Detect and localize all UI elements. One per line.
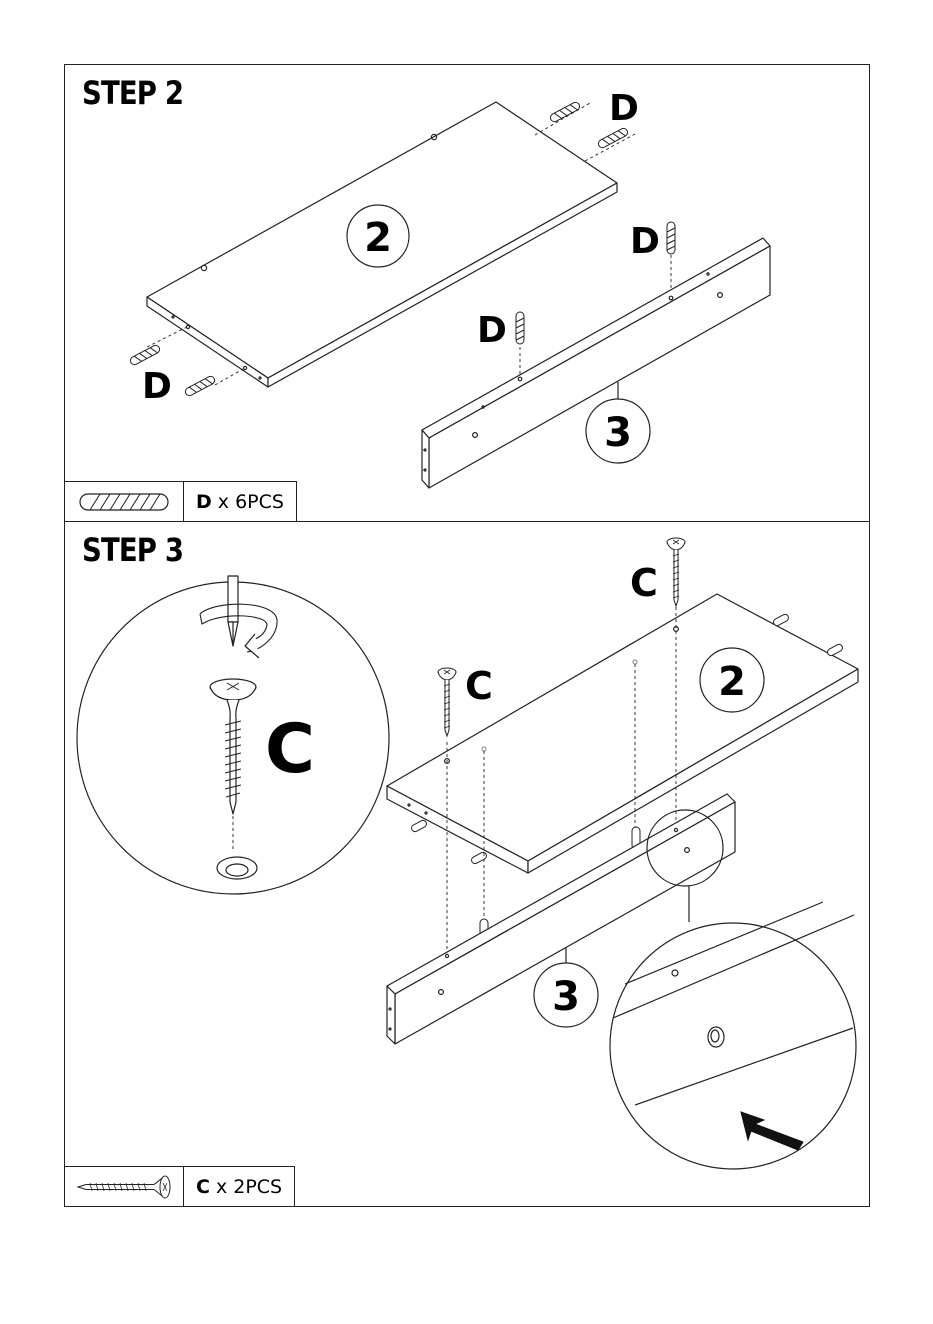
screw-detail-circle (77, 576, 389, 894)
screw-left (438, 668, 456, 736)
svg-text:2: 2 (364, 215, 392, 261)
legend-part: D (196, 491, 212, 513)
screw-label: C (465, 664, 493, 708)
dowel-label: D (477, 310, 507, 351)
shelf-panel-2 (387, 594, 858, 873)
part-label-2: 2 (347, 205, 409, 267)
hole-detail-circle (610, 902, 856, 1169)
dowel-label: D (609, 88, 639, 129)
legend-part: C (196, 1176, 210, 1198)
step-2-panel: STEP 2 (64, 64, 870, 522)
svg-text:3: 3 (604, 410, 632, 456)
dowel-icon (65, 482, 184, 521)
step-3-panel: STEP 3 (64, 521, 870, 1207)
screw-label: C (630, 561, 658, 605)
legend-quantity: x 2PCS (216, 1176, 282, 1198)
detail-screw-label: C (265, 710, 315, 789)
step-2-legend: D x 6PCS (65, 481, 297, 521)
part-label-3: 3 (586, 399, 650, 463)
legend-text: D x 6PCS (184, 482, 296, 521)
dowel-label: D (142, 366, 172, 407)
part-label-2: 2 (700, 648, 764, 712)
step-3-illustration: 2 3 C C C (65, 522, 871, 1208)
step-3-legend: C x 2PCS (65, 1166, 295, 1206)
part-label-3: 3 (534, 963, 598, 1027)
svg-text:3: 3 (552, 974, 580, 1020)
screw-right (667, 538, 685, 606)
svg-text:2: 2 (718, 659, 746, 705)
screw-icon (65, 1167, 184, 1206)
legend-text: C x 2PCS (184, 1167, 294, 1206)
legend-quantity: x 6PCS (218, 491, 284, 513)
dowel-label: D (630, 221, 660, 262)
step-2-illustration: 2 3 D D D D (65, 65, 871, 523)
